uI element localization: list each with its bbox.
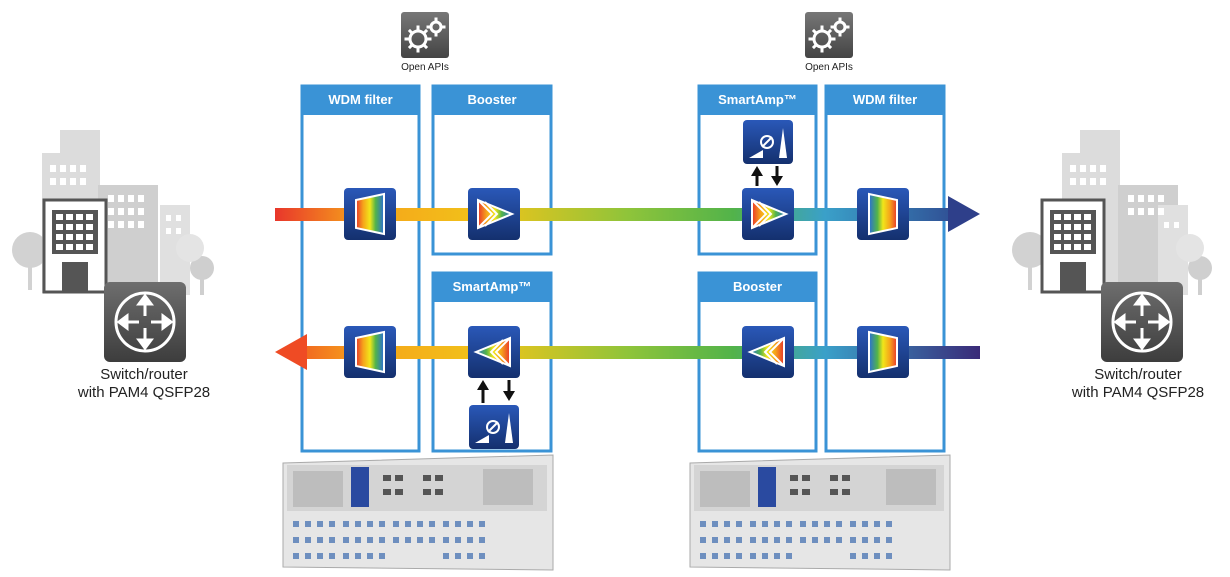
- wdm-filter-icon: [857, 188, 909, 240]
- site-label: Switch/router with PAM4 QSFP28: [34, 366, 254, 402]
- amplifier-icon: [742, 188, 794, 240]
- site-label-line1: Switch/router: [100, 366, 188, 383]
- amplifier-icon: [468, 188, 520, 240]
- smartamp-box: [697, 84, 818, 256]
- amplifier-icon: [742, 326, 794, 378]
- site-label-line1: Switch/router: [1094, 366, 1182, 383]
- wdm-filter-icon: [344, 326, 396, 378]
- feedback-arrows: [477, 380, 515, 403]
- wdm-filter-box: [824, 84, 946, 453]
- site-label-line2: with PAM4 QSFP28: [1071, 384, 1205, 401]
- smartamp-box: [431, 271, 553, 453]
- office-building-icon: [1012, 130, 1212, 295]
- smartamp-title: SmartAmp™: [452, 279, 532, 294]
- gears-icon: [805, 12, 853, 58]
- feedback-arrows: [751, 166, 783, 186]
- wdm-filter-icon: [344, 188, 396, 240]
- office-building-icon: [12, 130, 214, 295]
- booster-title: Booster: [732, 279, 783, 294]
- smartamp-title: SmartAmp™: [718, 92, 797, 107]
- booster-title: Booster: [467, 92, 517, 107]
- chassis-image: [689, 454, 951, 571]
- wdm-filter-icon: [857, 326, 909, 378]
- amplifier-icon: [468, 326, 520, 378]
- chassis-image: [282, 454, 554, 571]
- router-icon: [1101, 282, 1183, 362]
- booster-box: [431, 84, 553, 256]
- open-apis-label: Open APIs: [805, 62, 853, 73]
- site-label: Switch/router with PAM4 QSFP28: [1028, 366, 1230, 402]
- amp-control-icon: [469, 405, 519, 449]
- booster-box: [697, 271, 818, 453]
- amp-control-icon: [743, 120, 793, 164]
- gears-icon: [401, 12, 449, 58]
- site-label-line2: with PAM4 QSFP28: [77, 384, 211, 401]
- wdm-filter-box: [300, 84, 421, 453]
- open-apis-label: Open APIs: [401, 62, 449, 73]
- wdm-filter-title: WDM filter: [328, 92, 393, 107]
- router-icon: [104, 282, 186, 362]
- wdm-filter-title: WDM filter: [852, 92, 918, 107]
